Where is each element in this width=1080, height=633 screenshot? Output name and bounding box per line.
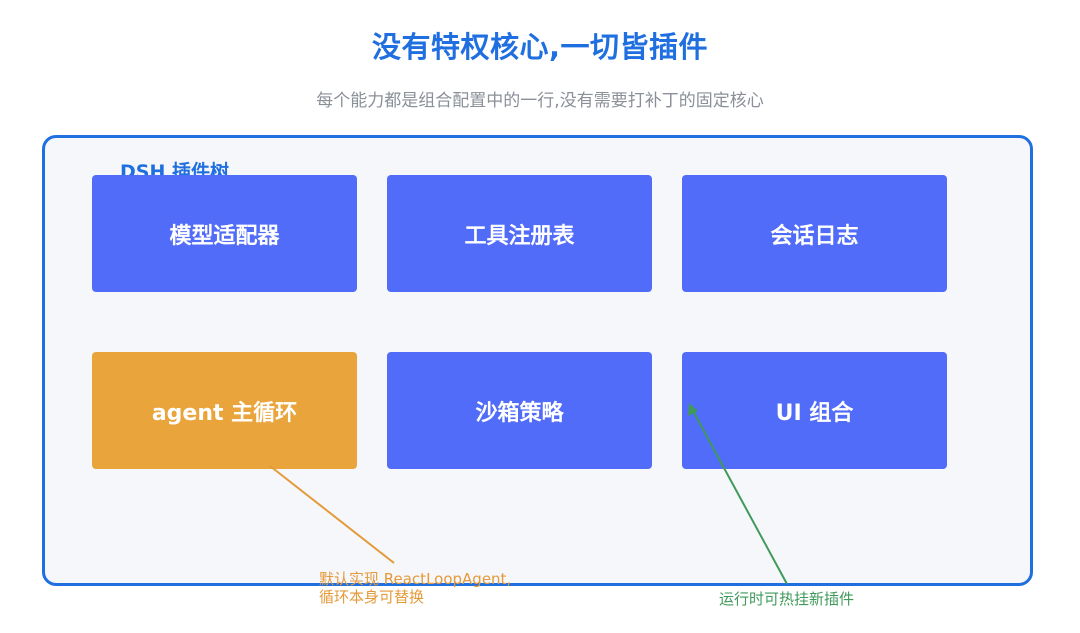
- plugin-box-label: 沙箱策略: [475, 400, 564, 426]
- plugin-box-tool-registry[interactable]: 工具注册表: [387, 175, 652, 292]
- plugin-box-label: agent 主循环: [151, 400, 298, 426]
- plugin-box-label: UI 组合: [775, 400, 854, 426]
- plugin-box-label: 会话日志: [770, 223, 859, 249]
- page-title: 没有特权核心,一切皆插件: [371, 30, 709, 64]
- plugin-box-label: 工具注册表: [464, 223, 575, 249]
- plugin-box-label: 模型适配器: [169, 223, 280, 249]
- agent-loop-note-line1: 默认实现 ReactLoopAgent,: [319, 570, 512, 588]
- plugin-box-ui-composition[interactable]: UI 组合: [682, 352, 947, 469]
- plugin-box-agent-main-loop[interactable]: agent 主循环: [92, 352, 357, 469]
- page-subtitle: 每个能力都是组合配置中的一行,没有需要打补丁的固定核心: [316, 91, 764, 111]
- plugin-box-sandbox-policy[interactable]: 沙箱策略: [387, 352, 652, 469]
- hot-plug-note: 运行时可热挂新插件: [719, 590, 855, 608]
- agent-loop-note-line2: 循环本身可替换: [319, 588, 425, 606]
- plugin-box-model-adapter[interactable]: 模型适配器: [92, 175, 357, 292]
- plugin-box-session-log[interactable]: 会话日志: [682, 175, 947, 292]
- agent-loop-note: 默认实现 ReactLoopAgent, 循环本身可替换: [319, 570, 511, 606]
